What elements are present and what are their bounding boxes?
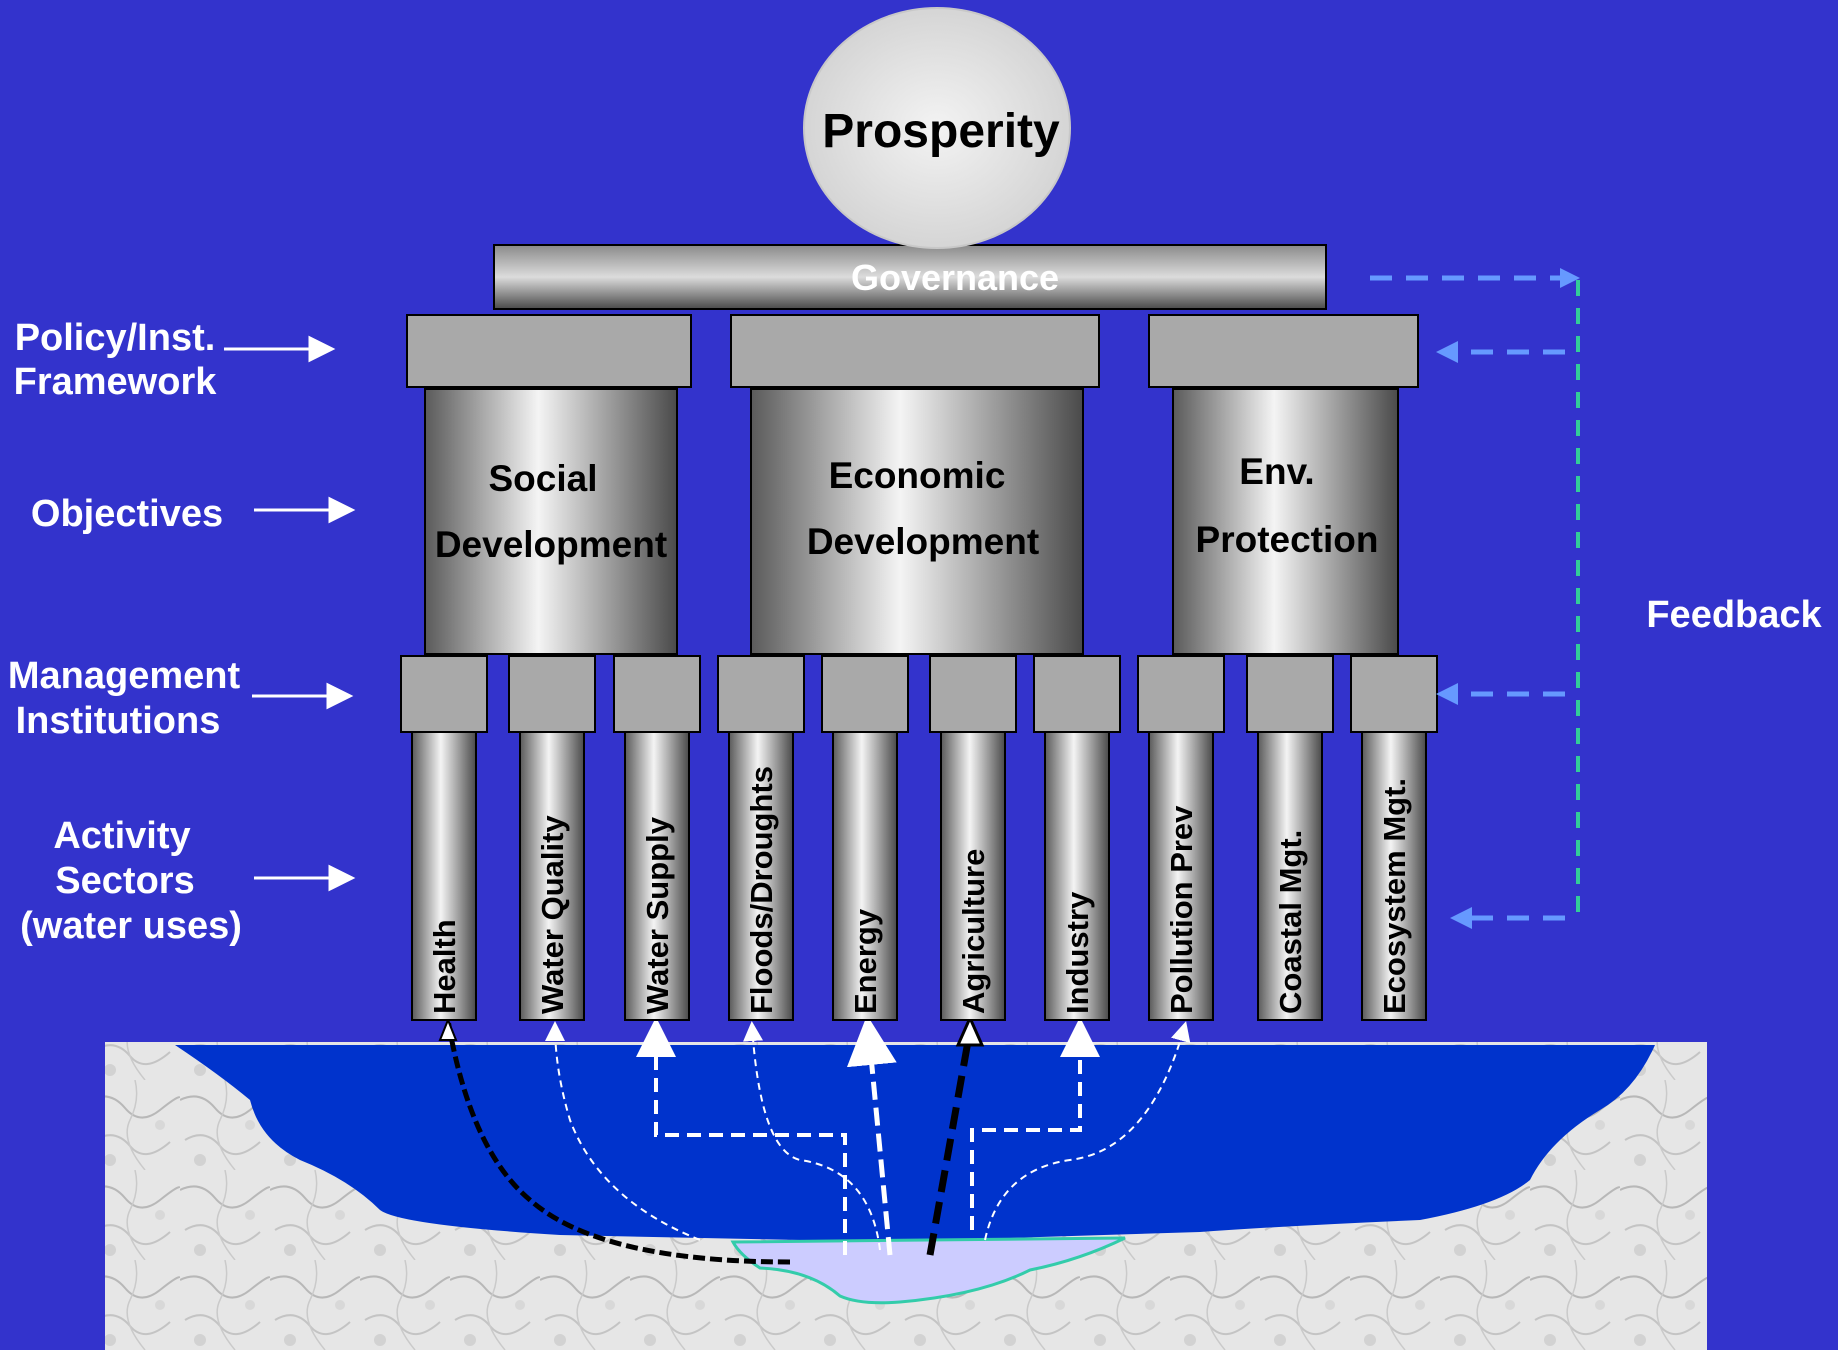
health-institution-block: [400, 655, 488, 733]
economic-pillar-label-2: Development: [807, 521, 1039, 562]
industry-institution-block: [1033, 655, 1121, 733]
water-supply-flow-arrow: [636, 1017, 847, 1255]
env-capital: [1148, 314, 1419, 388]
water-supply-institution-block: [613, 655, 701, 733]
energy-institution-block: [821, 655, 909, 733]
coastal-mgt-institution-block: [1246, 655, 1334, 733]
water-supply-label: Water Supply: [640, 816, 675, 1014]
activity-label-1: Activity: [53, 815, 190, 857]
health-flow-arrow: [445, 1019, 791, 1265]
objectives-label: Objectives: [31, 493, 223, 535]
economic-capital: [730, 314, 1100, 388]
management-label-1: Management: [8, 655, 241, 697]
prosperity-label: Prosperity: [822, 105, 1060, 158]
left-labels: Policy/Inst. Framework Objectives Manage…: [8, 317, 356, 947]
governance-label: Governance: [851, 257, 1059, 298]
industry-label: Industry: [1060, 891, 1095, 1014]
floods-flow-arrow: [743, 1021, 881, 1251]
policy-label-2: Framework: [14, 361, 218, 403]
activity-sectors: Health Water Quality Water Supply Floods/Dr…: [400, 655, 1438, 1021]
water-body: [175, 1045, 1655, 1243]
agriculture-label: Agriculture: [956, 849, 991, 1014]
energy-column: [832, 731, 898, 1021]
health-column: [411, 731, 477, 1021]
feedback-label: Feedback: [1646, 594, 1822, 636]
agriculture-column: [940, 731, 1006, 1021]
ecosystem-mgt-institution-block: [1350, 655, 1438, 733]
health-label: Health: [427, 919, 462, 1014]
policy-label-1: Policy/Inst.: [15, 317, 216, 359]
industry-column: [1044, 731, 1110, 1021]
agriculture-institution-block: [929, 655, 1017, 733]
economic-pillar: [750, 388, 1084, 655]
social-pillar-label-1: Social: [489, 458, 598, 499]
water-quality-label: Water Quality: [535, 815, 570, 1014]
economic-pillar-label-1: Economic: [829, 455, 1006, 496]
coastal-mgt-column: [1257, 731, 1323, 1021]
water-quality-column: [519, 731, 585, 1021]
env-pillar-label-1: Env.: [1239, 451, 1314, 492]
aquifer-pool: [730, 1236, 1126, 1305]
prosperity-sphere: [803, 7, 1071, 249]
pollution-prev-label: Pollution Prev: [1164, 805, 1199, 1014]
management-label-2: Institutions: [16, 700, 221, 742]
coastal-mgt-label: Coastal Mgt.: [1273, 830, 1308, 1014]
env-pillar-label-2: Protection: [1196, 519, 1379, 560]
floods-droughts-column: [728, 731, 794, 1021]
energy-flow-arrow: [846, 1015, 897, 1256]
floods-droughts-label: Floods/Droughts: [744, 766, 779, 1014]
social-pillar-label-2: Development: [435, 524, 667, 565]
activity-label-2: Sectors: [55, 860, 194, 902]
ecosystem-mgt-label: Ecosystem Mgt.: [1377, 778, 1412, 1014]
social-pillar: [424, 388, 678, 655]
governance-beam: [493, 244, 1327, 310]
energy-label: Energy: [848, 908, 883, 1014]
pollution-prev-institution-block: [1137, 655, 1225, 733]
water-quality-institution-block: [508, 655, 596, 733]
ecosystem-mgt-column: [1361, 731, 1427, 1021]
activity-label-3: (water uses): [20, 905, 242, 947]
floods-droughts-institution-block: [717, 655, 805, 733]
pollution-prev-column: [1148, 731, 1214, 1021]
flow-arrows: [438, 1014, 1191, 1265]
water-supply-column: [624, 731, 690, 1021]
feedback-loop: [1370, 268, 1580, 929]
agriculture-flow-arrow: [926, 1029, 974, 1256]
social-capital: [406, 314, 692, 388]
water-quality-flow-arrow: [545, 1021, 701, 1241]
env-pillar: [1172, 388, 1399, 655]
industry-flow-arrow: [970, 1017, 1100, 1230]
